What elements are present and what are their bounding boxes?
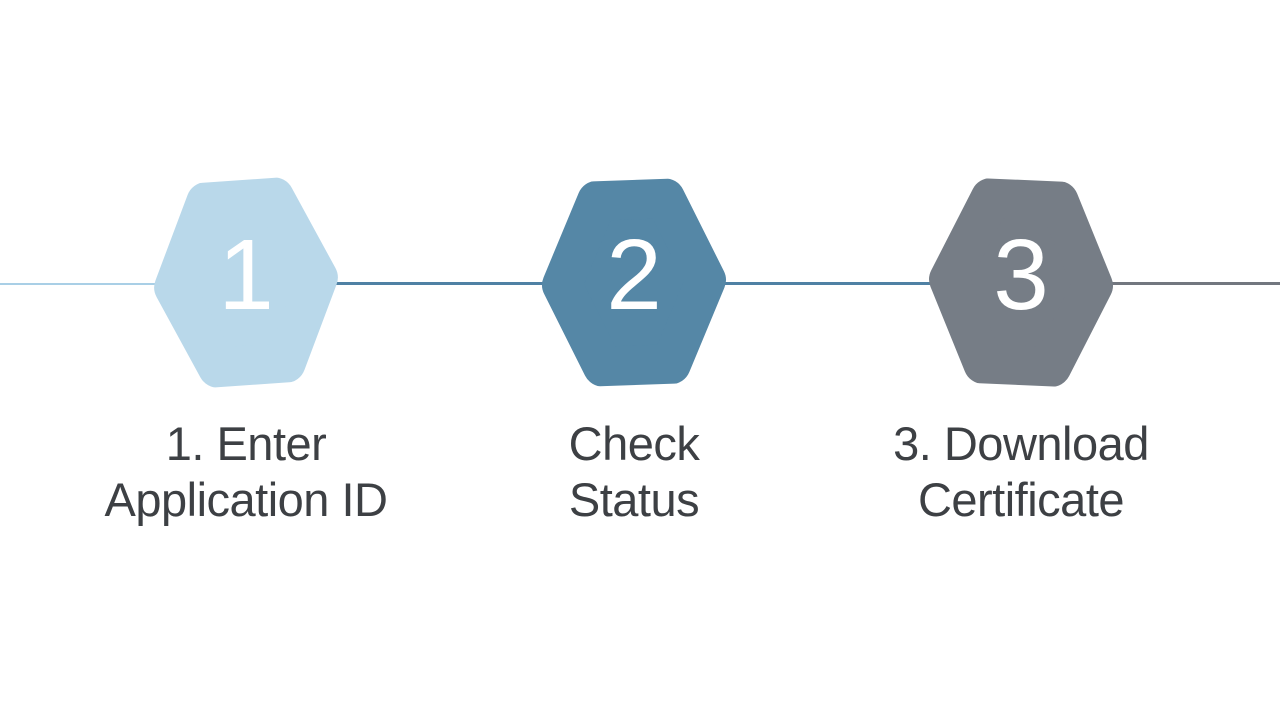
step-1-hexagon: 1 <box>151 177 341 388</box>
step-2-number: 2 <box>606 219 662 331</box>
step-3-hexagon: 3 <box>926 178 1116 387</box>
step-3-number: 3 <box>993 219 1049 331</box>
connector-segment-left <box>0 283 250 285</box>
hexagon-shape-icon <box>154 177 338 388</box>
step-3: 3 3. Download Certificate <box>831 0 1211 720</box>
connector-segment-step1-step2 <box>250 282 635 285</box>
step-1-number: 1 <box>218 219 274 331</box>
hexagon-shape-icon <box>929 178 1113 387</box>
step-1: 1 1. Enter Application ID <box>56 0 436 720</box>
step-2-label: Check Status <box>568 417 700 526</box>
hexagon-shape-icon <box>542 178 726 387</box>
connector-segment-step2-step3 <box>635 282 1021 285</box>
connector-segment-right <box>1021 282 1280 285</box>
step-2: 2 Check Status <box>444 0 824 720</box>
step-2-hexagon: 2 <box>539 178 729 387</box>
step-1-label: 1. Enter Application ID <box>104 417 389 526</box>
step-3-label: 3. Download Certificate <box>893 417 1149 526</box>
